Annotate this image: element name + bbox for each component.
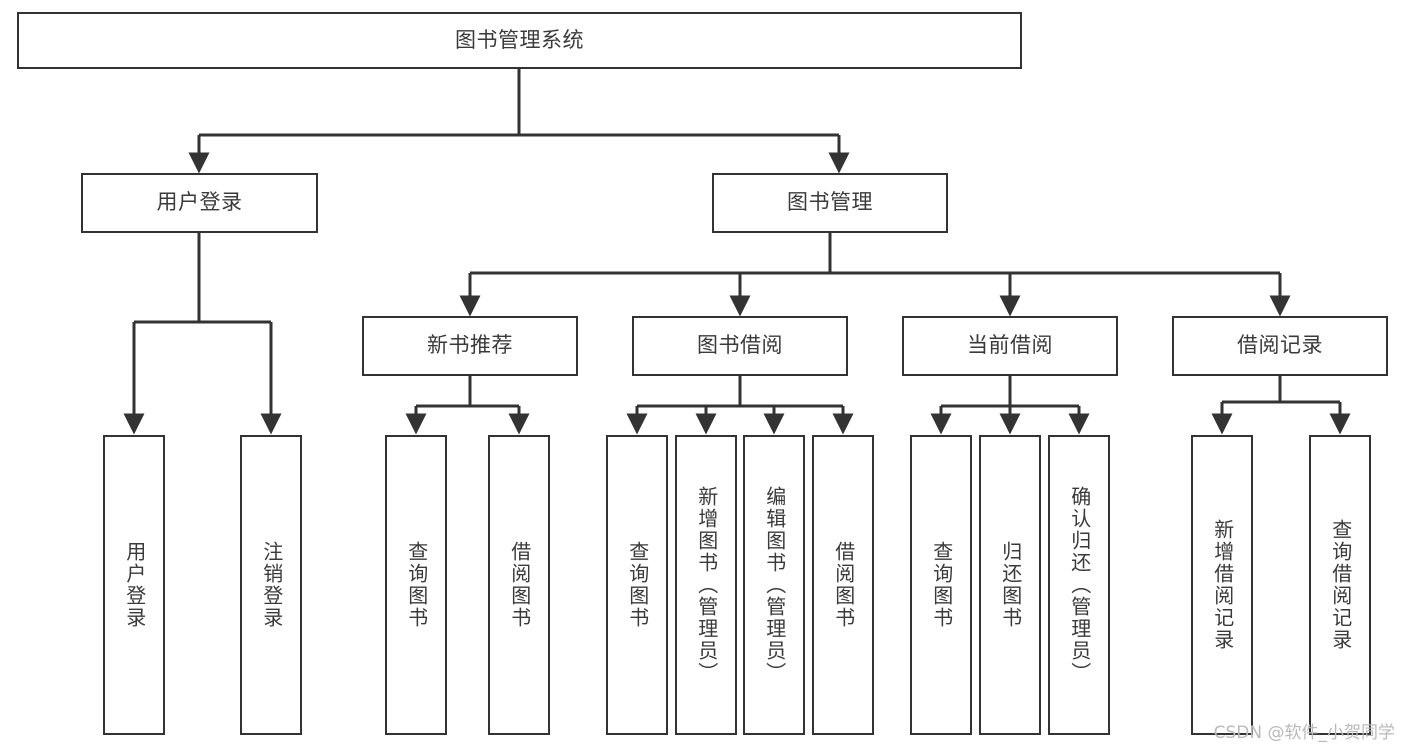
node-label: 新书推荐: [427, 333, 513, 358]
node-label: 注销登录: [259, 541, 284, 629]
leaf-query-borrow-record[interactable]: 查询借阅记录: [1309, 435, 1371, 735]
node-user-login[interactable]: 用户登录: [81, 173, 318, 233]
node-label: 确认归还（管理员）: [1067, 486, 1092, 684]
leaf-confirm-return-admin[interactable]: 确认归还（管理员）: [1048, 435, 1110, 735]
node-label: 新增图书（管理员）: [694, 486, 719, 684]
node-label: 归还图书: [998, 541, 1023, 629]
node-borrow-record[interactable]: 借阅记录: [1172, 316, 1388, 376]
node-book-management[interactable]: 图书管理: [712, 173, 948, 233]
node-new-book-recommend[interactable]: 新书推荐: [362, 316, 578, 376]
leaf-add-borrow-record[interactable]: 新增借阅记录: [1191, 435, 1253, 735]
leaf-query-book-borrow[interactable]: 查询图书: [606, 435, 668, 735]
node-label: 用户登录: [122, 541, 147, 629]
node-label: 查询图书: [404, 541, 429, 629]
node-label: 用户登录: [156, 190, 243, 215]
node-label: 查询图书: [929, 541, 954, 629]
leaf-return-book[interactable]: 归还图书: [979, 435, 1041, 735]
leaf-query-book-new-book[interactable]: 查询图书: [385, 435, 447, 735]
leaf-query-book-current[interactable]: 查询图书: [910, 435, 972, 735]
node-label: 借阅图书: [507, 541, 532, 629]
node-label: 借阅图书: [831, 541, 856, 629]
node-label: 查询图书: [625, 541, 650, 629]
leaf-edit-book-admin[interactable]: 编辑图书（管理员）: [743, 435, 805, 735]
leaf-user-login[interactable]: 用户登录: [103, 435, 165, 735]
leaf-add-book-admin[interactable]: 新增图书（管理员）: [675, 435, 737, 735]
node-label: 图书管理: [787, 190, 873, 215]
node-label: 新增借阅记录: [1210, 519, 1235, 651]
node-label: 图书管理系统: [455, 27, 584, 52]
leaf-logout-login[interactable]: 注销登录: [240, 435, 302, 735]
csdn-watermark: CSDN @软件_小贺同学: [1213, 723, 1395, 743]
node-root-book-management-system[interactable]: 图书管理系统: [17, 12, 1022, 69]
leaf-borrow-book-new-book[interactable]: 借阅图书: [488, 435, 550, 735]
node-label: 当前借阅: [967, 333, 1053, 358]
node-current-borrow[interactable]: 当前借阅: [902, 316, 1118, 376]
node-label: 借阅记录: [1237, 333, 1323, 358]
node-label: 编辑图书（管理员）: [762, 486, 787, 684]
node-label: 图书借阅: [697, 333, 783, 358]
node-book-borrow[interactable]: 图书借阅: [632, 316, 848, 376]
leaf-borrow-book-borrow[interactable]: 借阅图书: [812, 435, 874, 735]
node-label: 查询借阅记录: [1328, 519, 1353, 651]
